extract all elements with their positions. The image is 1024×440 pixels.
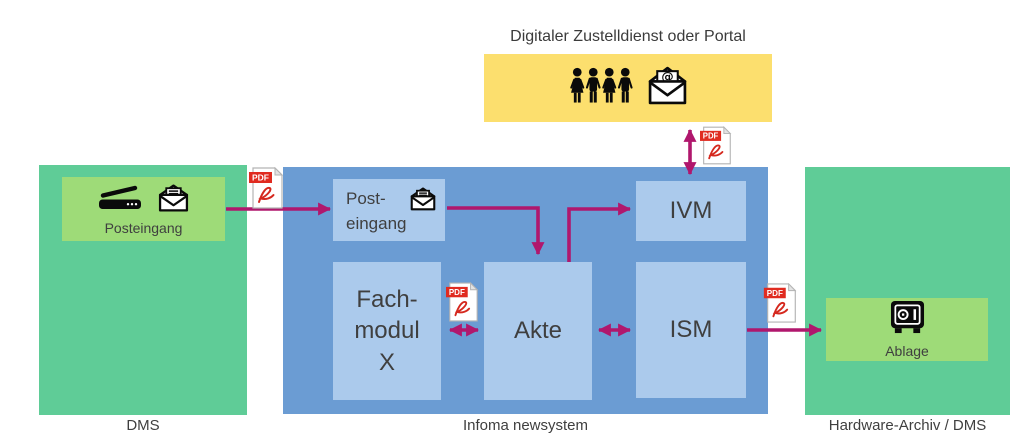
posteingang-label: Posteingang — [104, 219, 183, 236]
svg-text:PDF: PDF — [449, 288, 465, 297]
people-group-icon — [569, 67, 633, 109]
ablage-label: Ablage — [885, 343, 929, 359]
posteingang-box: Posteingang — [62, 177, 225, 241]
svg-text:PDF: PDF — [703, 132, 719, 141]
safe-icon — [889, 300, 926, 340]
envelope-letter-icon — [158, 183, 189, 217]
ism-box: ISM — [636, 262, 746, 398]
infoma-posteingang-box: Post- eingang — [333, 179, 445, 241]
dms-region-label: DMS — [126, 417, 160, 434]
fachmodul-box: Fach- modul X — [333, 262, 441, 400]
ablage-box: Ablage — [826, 298, 988, 361]
portal-box: @ — [484, 54, 772, 122]
envelope-letter-icon — [410, 186, 436, 216]
portal-title: Digitaler Zustelldienst oder Portal — [510, 28, 746, 45]
pdf-file-icon: PDF — [700, 126, 732, 165]
pdf-file-icon: PDF — [249, 167, 284, 209]
archive-region-label: Hardware-Archiv / DMS — [828, 417, 987, 434]
email-envelope-icon: @ — [647, 66, 688, 110]
svg-text:PDF: PDF — [767, 289, 783, 298]
akte-box: Akte — [484, 262, 592, 400]
svg-text:PDF: PDF — [252, 173, 269, 183]
infoma-posteingang-label: Post- eingang — [346, 189, 407, 233]
pdf-file-icon: PDF — [446, 282, 479, 322]
ivm-box: IVM — [636, 181, 746, 241]
infoma-region-label: Infoma newsystem — [462, 417, 589, 434]
scanner-icon — [98, 184, 142, 216]
archive-region — [805, 167, 1010, 415]
pdf-file-icon: PDF — [763, 283, 797, 323]
